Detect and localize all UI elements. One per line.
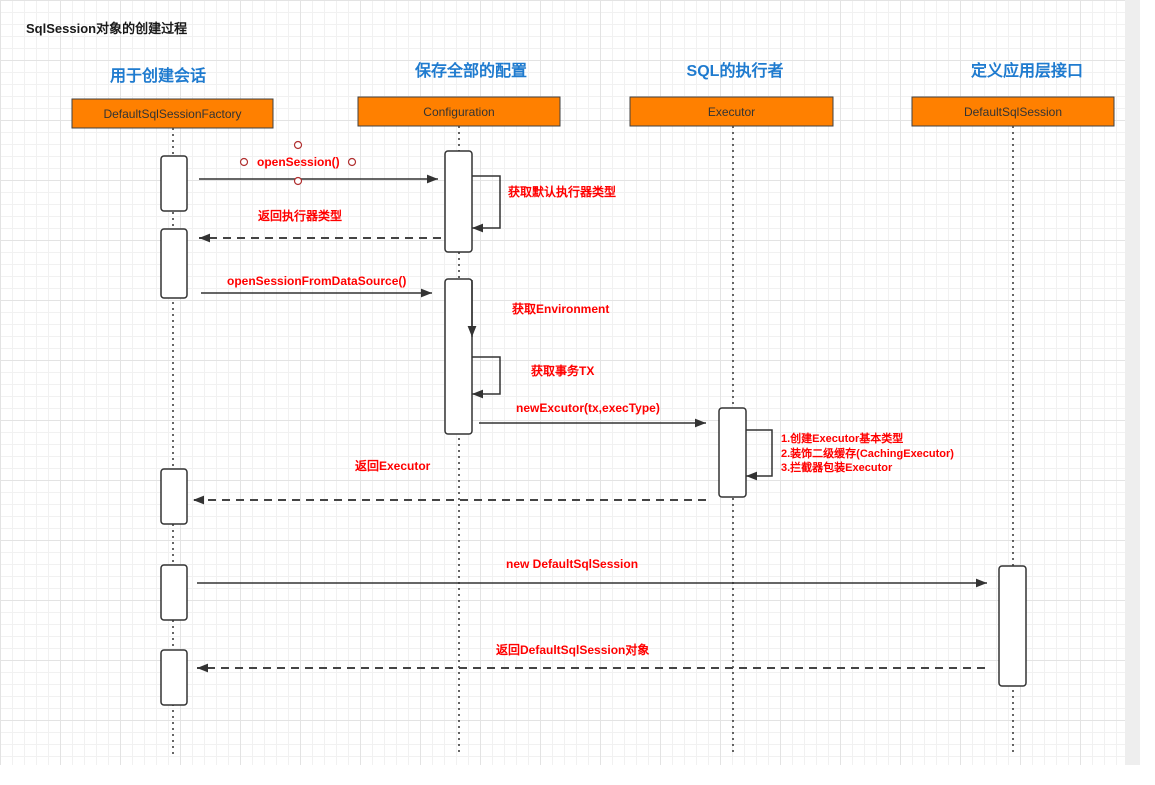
executor-step-3-label[interactable]: 3.拦截器包装Executor: [781, 460, 893, 474]
participant-box-configuration[interactable]: [357, 96, 561, 127]
message-return-executor-type[interactable]: 返回执行器类型: [199, 208, 441, 243]
activation-factory-4[interactable]: [160, 564, 188, 621]
participant-box-factory[interactable]: [71, 98, 274, 129]
participant-sqlsession[interactable]: DefaultSqlSession: [911, 96, 1115, 127]
message-get-environment-label[interactable]: 获取Environment: [511, 301, 609, 316]
vertical-scrollbar-track[interactable]: [1125, 0, 1140, 765]
participant-box-sqlsession[interactable]: [911, 96, 1115, 127]
label-resize-handle-right[interactable]: [347, 157, 357, 167]
participant-executor[interactable]: Executor: [629, 96, 834, 127]
message-return-default-sqlsession[interactable]: 返回DefaultSqlSession对象: [197, 642, 985, 673]
message-get-default-executor-type-label[interactable]: 获取默认执行器类型: [507, 184, 616, 199]
executor-step-1-label[interactable]: 1.创建Executor基本类型: [781, 431, 903, 445]
diagram-title[interactable]: SqlSession对象的创建过程: [26, 21, 187, 36]
message-executor-build-steps-arrow[interactable]: [746, 429, 773, 481]
message-new-default-sqlsession-label[interactable]: new DefaultSqlSession: [506, 557, 638, 571]
participant-name-configuration: Configuration: [423, 105, 494, 119]
message-get-transaction[interactable]: 获取事务TX: [472, 356, 594, 399]
activation-configuration-2[interactable]: [444, 278, 473, 435]
message-new-executor-label[interactable]: newExcutor(tx,execType): [516, 401, 660, 415]
participant-name-sqlsession: DefaultSqlSession: [964, 105, 1062, 119]
label-resize-handle-top[interactable]: [293, 140, 303, 150]
participant-header-factory[interactable]: 用于创建会话: [110, 66, 206, 85]
message-get-transaction-arrow[interactable]: [472, 356, 501, 399]
participant-configuration[interactable]: Configuration: [357, 96, 561, 127]
message-get-default-executor-type-arrow[interactable]: [472, 175, 501, 233]
activation-sqlsession-1[interactable]: [998, 565, 1027, 687]
activation-executor-1[interactable]: [718, 407, 747, 498]
message-new-executor[interactable]: newExcutor(tx,execType): [479, 401, 706, 428]
activation-factory-3[interactable]: [160, 468, 188, 525]
message-new-default-sqlsession[interactable]: new DefaultSqlSession: [197, 557, 987, 588]
message-get-environment[interactable]: 获取Environment: [467, 280, 609, 337]
executor-step-2-label[interactable]: 2.装饰二级缓存(CachingExecutor): [781, 446, 954, 460]
message-opensession-label[interactable]: openSession(): [257, 155, 340, 169]
message-return-executor-type-label[interactable]: 返回执行器类型: [258, 208, 342, 223]
message-opensession[interactable]: openSession(): [199, 140, 438, 186]
participant-box-executor[interactable]: [629, 96, 834, 127]
message-return-default-sqlsession-label[interactable]: 返回DefaultSqlSession对象: [496, 642, 649, 657]
participant-name-executor: Executor: [708, 105, 755, 119]
activation-factory-1[interactable]: [160, 155, 188, 212]
activation-factory-2[interactable]: [160, 228, 188, 299]
message-return-executor-label[interactable]: 返回Executor: [355, 458, 431, 473]
activation-factory-5[interactable]: [160, 649, 188, 706]
message-opensession-from-datasource-label[interactable]: openSessionFromDataSource(): [227, 274, 406, 288]
label-resize-handle-left[interactable]: [239, 157, 249, 167]
participant-name-factory: DefaultSqlSessionFactory: [103, 107, 241, 121]
message-return-executor[interactable]: 返回Executor: [193, 458, 706, 505]
activation-configuration-1[interactable]: [444, 150, 473, 253]
message-opensession-from-datasource[interactable]: openSessionFromDataSource(): [201, 274, 432, 298]
message-get-transaction-label[interactable]: 获取事务TX: [530, 363, 594, 378]
participant-header-sqlsession[interactable]: 定义应用层接口: [970, 61, 1083, 80]
participant-factory[interactable]: DefaultSqlSessionFactory: [71, 98, 274, 129]
message-executor-build-steps[interactable]: 1.创建Executor基本类型 2.装饰二级缓存(CachingExecuto…: [746, 429, 954, 481]
label-resize-handle-bottom[interactable]: [293, 176, 303, 186]
participant-header-configuration[interactable]: 保存全部的配置: [414, 61, 527, 80]
participant-header-executor[interactable]: SQL的执行者: [687, 61, 784, 80]
message-get-default-executor-type[interactable]: 获取默认执行器类型: [472, 175, 616, 233]
